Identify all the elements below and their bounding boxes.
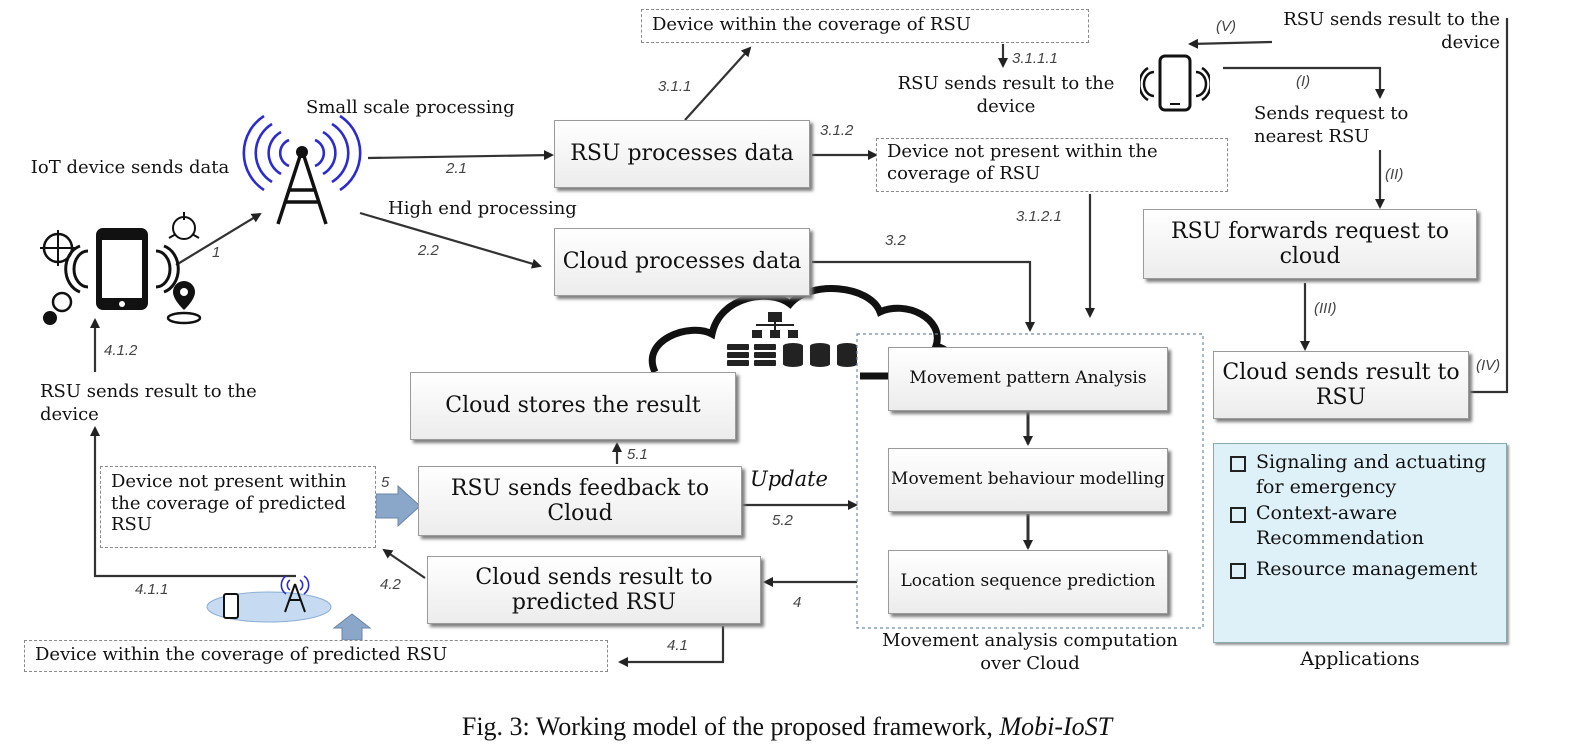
movement-caption: Movement analysis computation over Cloud xyxy=(882,630,1178,675)
movement-behaviour-box: Movement behaviour modelling xyxy=(888,448,1168,512)
iot-sends-text: IoT device sends data xyxy=(30,157,230,178)
cloud-processes-box: Cloud processes data xyxy=(554,228,810,296)
label-1: 1 xyxy=(212,244,221,261)
label-II: (II) xyxy=(1385,166,1404,183)
label-4-1-2: 4.1.2 xyxy=(104,342,138,359)
high-end-text: High end processing xyxy=(388,198,577,219)
label-IV: (IV) xyxy=(1476,357,1501,374)
arrow-4-1 xyxy=(618,626,725,667)
arrow-I xyxy=(1223,66,1385,99)
rsu-forwards-box: RSU forwards request to cloud xyxy=(1143,209,1477,279)
label-V: (V) xyxy=(1216,18,1236,35)
sends-request-text: Sends request to nearest RSU xyxy=(1254,103,1409,148)
label-5-2: 5.2 xyxy=(772,512,793,529)
label-3-1-2-1: 3.1.2.1 xyxy=(1016,208,1062,225)
application-item: Signaling and actuating for emergency xyxy=(1224,450,1496,499)
label-4-1-1: 4.1.1 xyxy=(135,581,169,598)
within-rsu-box: Device within the coverage of RSU xyxy=(641,9,1089,43)
rsu-feedback-box: RSU sends feedback to Cloud xyxy=(418,466,742,536)
arrow-3-2 xyxy=(812,260,1035,332)
framework-name: Mobi-IoST xyxy=(999,712,1113,741)
label-III: (III) xyxy=(1314,300,1337,317)
arrow-3-1-1 xyxy=(684,46,752,121)
arrow-4-2 xyxy=(382,548,426,579)
applications-title: Applications xyxy=(1300,648,1420,670)
arrow-V xyxy=(1188,38,1273,49)
within-predicted-box: Device within the coverage of predicted … xyxy=(24,640,608,672)
movement-pattern-box: Movement pattern Analysis xyxy=(888,347,1168,411)
applications-box: Signaling and actuating for emergency Co… xyxy=(1213,443,1507,643)
tower-icon xyxy=(242,114,362,225)
location-sequence-box: Location sequence prediction xyxy=(888,550,1168,614)
not-predicted-box: Device not present within the coverage o… xyxy=(100,466,376,548)
label-4: 4 xyxy=(793,594,802,611)
label-3-1-1-1: 3.1.1.1 xyxy=(1012,50,1058,67)
movement-container xyxy=(856,333,1204,629)
label-I: (I) xyxy=(1296,73,1311,90)
label-5-1: 5.1 xyxy=(627,446,648,463)
rsu-sends-result-top: RSU sends result to the device xyxy=(897,73,1115,118)
checkbox-icon xyxy=(1230,456,1246,472)
label-3-2: 3.2 xyxy=(885,232,906,249)
rsu-sends-result-left: RSU sends result to the device xyxy=(40,381,257,426)
rsu-processes-box: RSU processes data xyxy=(554,120,810,188)
label-3-1-1: 3.1.1 xyxy=(658,78,692,95)
small-tower-icon xyxy=(280,575,310,613)
arrow-up-block xyxy=(332,613,372,641)
update-text: Update xyxy=(750,467,828,491)
figure-caption: Fig. 3: Working model of the proposed fr… xyxy=(461,712,1113,741)
rsu-sends-result-right: RSU sends result to the device xyxy=(1283,9,1500,54)
cloud-sends-rsu-box: Cloud sends result to RSU xyxy=(1213,351,1469,419)
user-phone-icon xyxy=(1140,54,1210,112)
small-phone-icon xyxy=(223,593,239,619)
arrow-IV xyxy=(1470,18,1509,394)
not-within-rsu-box: Device not present within the coverage o… xyxy=(876,138,1228,192)
cloud-stores-box: Cloud stores the result xyxy=(410,372,736,440)
application-item: Resource management xyxy=(1224,557,1496,582)
label-3-1-2: 3.1.2 xyxy=(820,122,854,139)
arrow-1 xyxy=(175,212,262,266)
label-2-1: 2.1 xyxy=(446,160,467,177)
label-5: 5 xyxy=(381,474,390,491)
arrow-4-1-1 xyxy=(90,426,296,578)
arrow-2-2 xyxy=(359,211,542,269)
checkbox-icon xyxy=(1230,507,1246,524)
iot-device-icon xyxy=(40,212,202,325)
label-2-2: 2.2 xyxy=(418,242,439,259)
application-item: Context-aware Recommendation xyxy=(1224,501,1496,550)
server-icons xyxy=(727,312,857,367)
label-4-1: 4.1 xyxy=(667,637,688,654)
label-4-2: 4.2 xyxy=(380,576,401,593)
small-scale-text: Small scale processing xyxy=(306,97,515,118)
cloud-sends-predicted-box: Cloud sends result to predicted RSU xyxy=(427,556,761,624)
checkbox-icon xyxy=(1230,562,1246,579)
arrow-2-1 xyxy=(367,150,554,161)
arrow-5-block xyxy=(375,484,421,528)
